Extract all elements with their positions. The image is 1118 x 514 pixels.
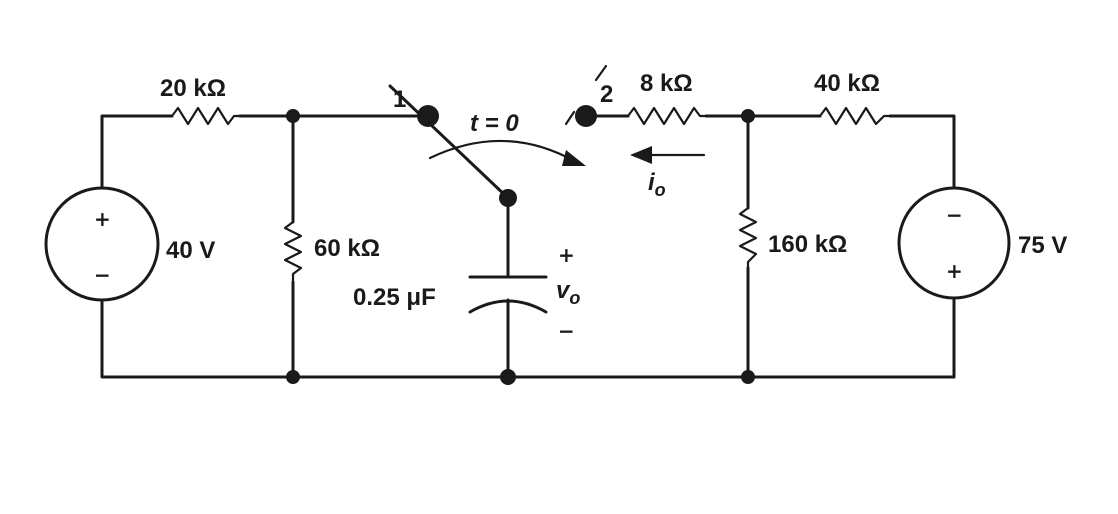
label-switch-pos1: 1 — [393, 86, 406, 113]
label-resistor-60k: 60 kΩ — [314, 235, 380, 262]
switch-contact-1 — [417, 105, 439, 127]
label-current: io — [648, 169, 666, 200]
capacitor-voltage-minus: − — [558, 319, 575, 343]
resistor-60k — [283, 220, 303, 284]
node-bottom-cap — [500, 369, 516, 385]
source-left-plus: + — [94, 207, 111, 231]
switch-motion-arc — [428, 139, 578, 164]
label-source-right: 75 V — [1018, 232, 1067, 259]
resistor-8k — [626, 106, 708, 126]
node-top-60k — [286, 109, 300, 123]
node-bottom-160k — [741, 370, 755, 384]
voltage-source-right — [897, 186, 1011, 300]
label-capacitor: 0.25 μF — [353, 284, 436, 311]
wire-r40-to-source — [888, 114, 956, 190]
current-arrow — [630, 146, 706, 164]
switch-contact-2-tick — [594, 64, 608, 82]
capacitor-plate-bottom — [468, 299, 548, 314]
switch — [388, 64, 608, 207]
label-resistor-40k: 40 kΩ — [814, 70, 880, 97]
voltage-source-left — [44, 186, 160, 302]
switch-contact-2-mark — [564, 110, 576, 126]
label-resistor-8k: 8 kΩ — [640, 70, 693, 97]
resistor-160k — [738, 206, 758, 270]
label-switch-time: t = 0 — [470, 110, 519, 137]
resistor-20k — [170, 106, 242, 126]
switch-blade — [388, 84, 510, 200]
switch-motion-arrowhead — [562, 150, 586, 166]
source-right-plus: + — [946, 259, 963, 283]
switch-pivot — [499, 189, 517, 207]
label-resistor-20k: 20 kΩ — [160, 75, 226, 102]
capacitor-voltage-label: vo — [556, 277, 580, 308]
capacitor-voltage-plus: + — [558, 243, 575, 267]
wire-left-bottom — [100, 298, 956, 379]
label-resistor-160k: 160 kΩ — [768, 231, 847, 258]
label-source-left: 40 V — [166, 237, 215, 264]
node-top-160k — [741, 109, 755, 123]
source-left-minus: − — [94, 263, 111, 287]
source-right-minus: − — [946, 203, 963, 227]
switch-contact-2 — [575, 105, 597, 127]
label-switch-pos2: 2 — [600, 81, 613, 108]
wire-left-top — [100, 114, 174, 190]
resistor-40k — [818, 106, 892, 126]
current-arrow-head — [630, 146, 652, 164]
wires — [100, 114, 956, 379]
capacitor — [468, 275, 548, 314]
node-bottom-60k — [286, 370, 300, 384]
